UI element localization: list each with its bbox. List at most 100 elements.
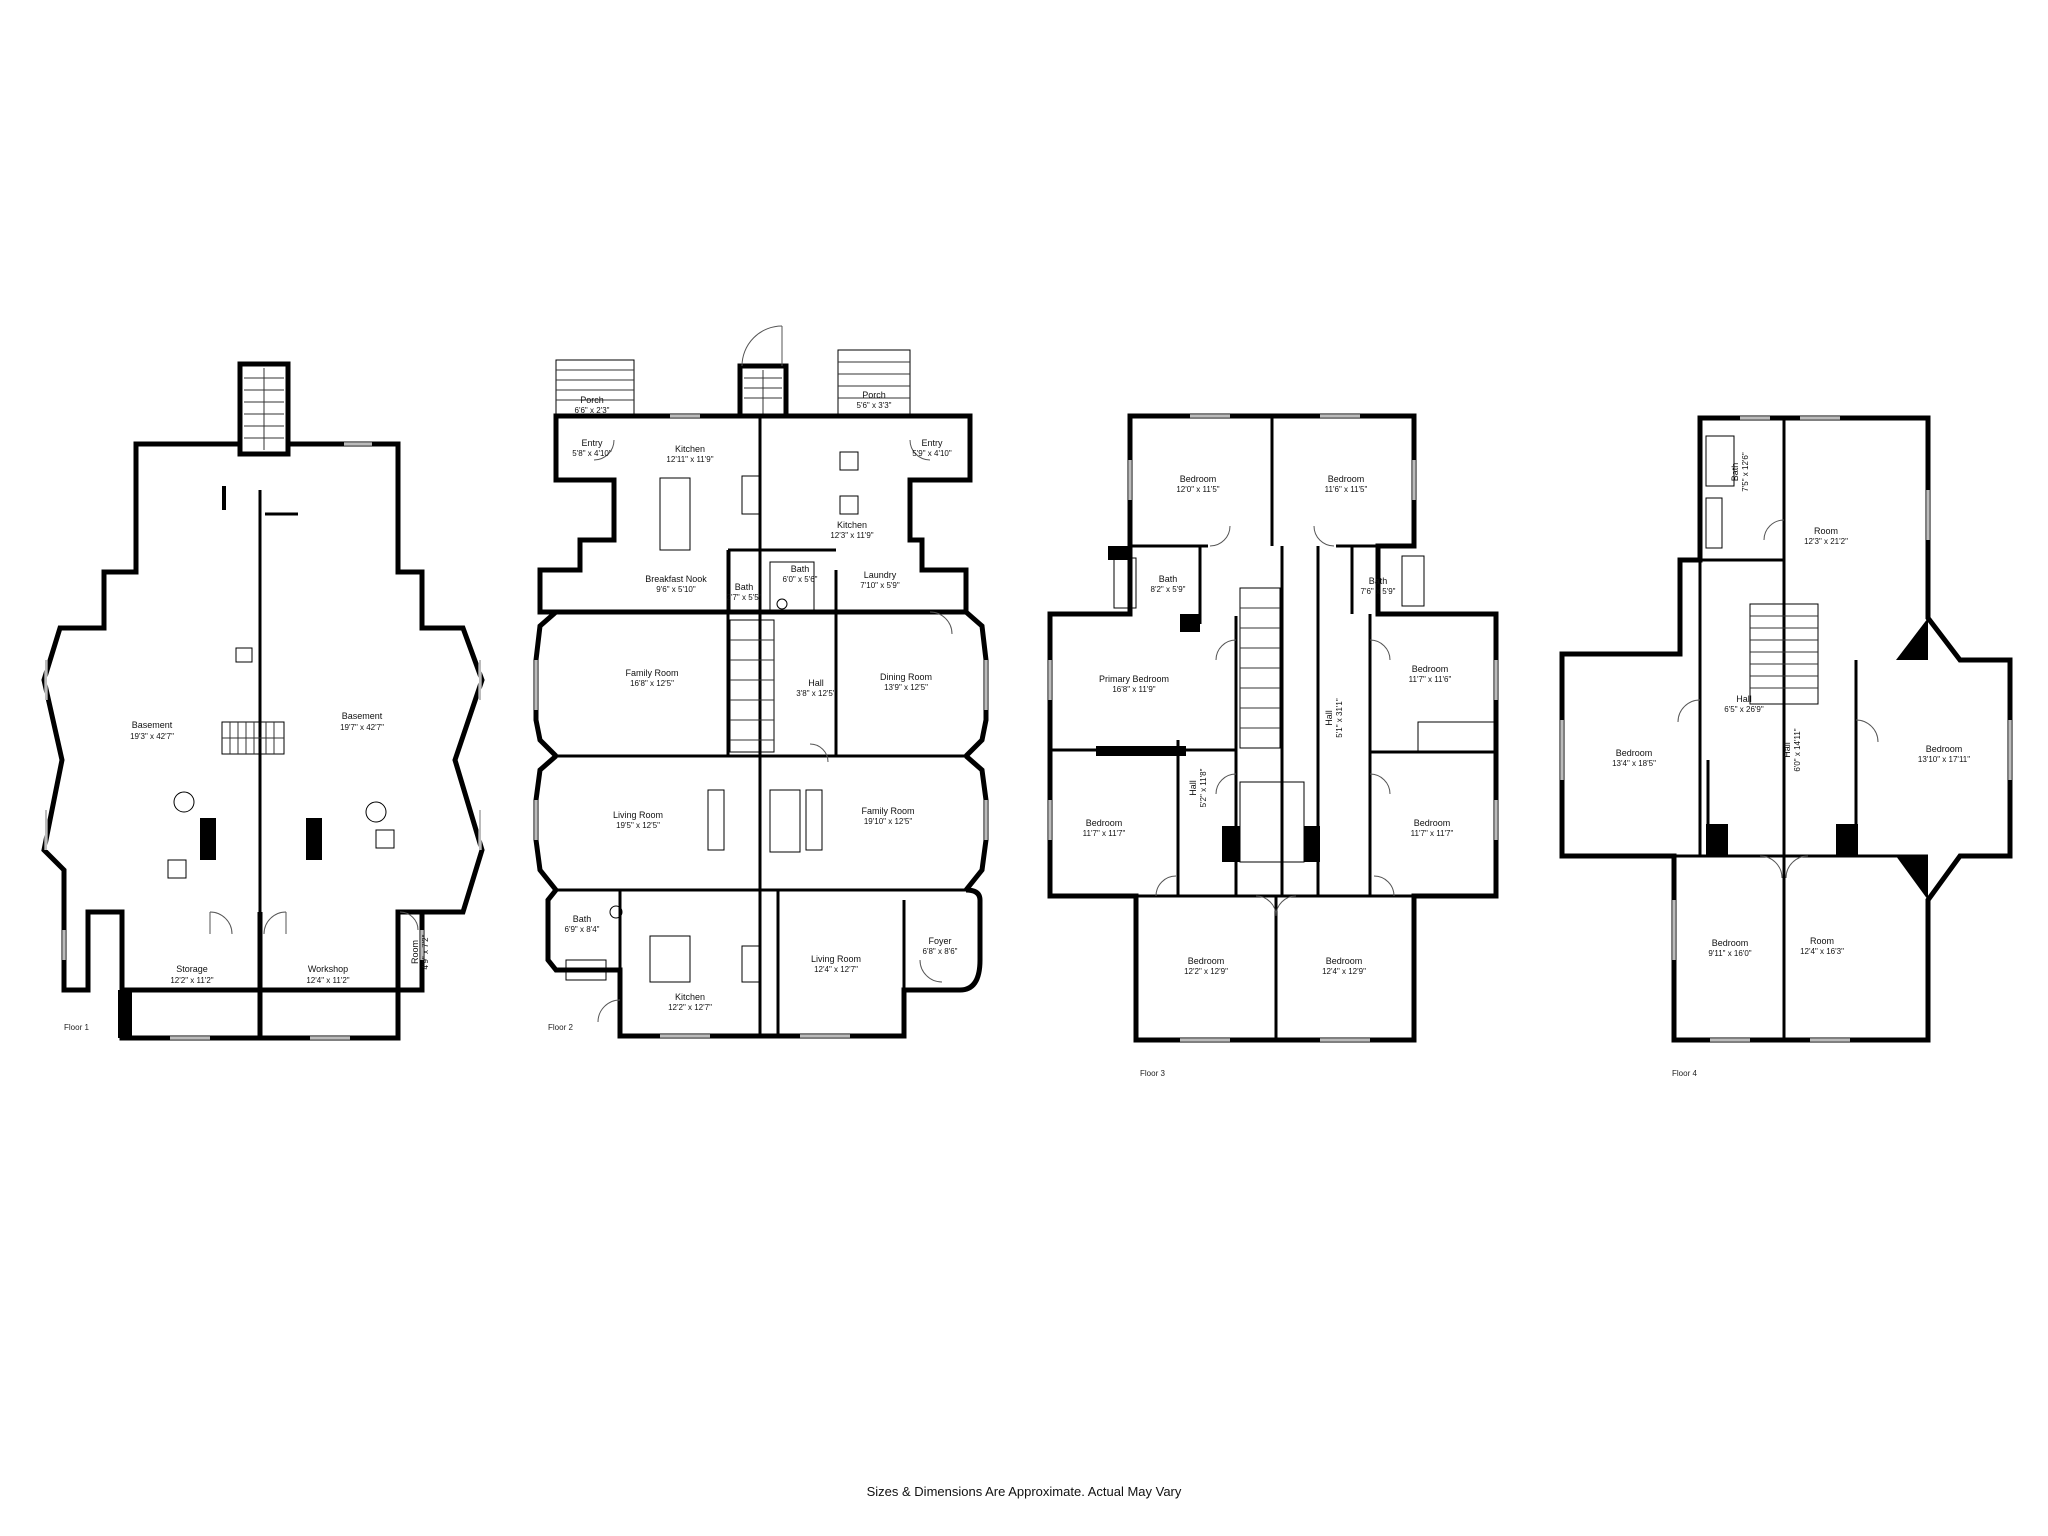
room-name: Porch [862,390,886,400]
floor-2-room-labels: Porch 6'6" x 2'3" Entry 5'8" x 4'10" Kit… [565,390,958,1012]
room-name: Living Room [811,954,861,964]
room-dims: 8'2" x 5'9" [1151,585,1186,594]
room-dims: 12'4" x 11'2" [306,976,349,985]
room-dims: 3'8" x 12'5" [796,689,836,698]
floor-4-plan: Bath 7'5" x 12'6" Room 12'3" x 21'2" Hal… [1559,415,2013,1078]
room-dims: 13'9" x 12'5" [884,683,928,692]
room-name: Basement [342,711,383,721]
room-name: Bedroom [1326,956,1363,966]
room-name: Bedroom [1412,664,1449,674]
room-name: Basement [132,720,173,730]
room-name: Bath [735,582,754,592]
room-name: Bath [573,914,592,924]
room-dims: 6'5" x 26'9" [1724,705,1764,714]
room-dims: 12'2" x 12'9" [1184,967,1228,976]
room-dims: 5'2" x 11'8" [1199,768,1208,807]
room-name: Hall [808,678,824,688]
room-name: Bedroom [1414,818,1451,828]
floor-1-plan: Basement 19'3" x 42'7" Basement 19'7" x … [41,361,485,1041]
room-name: Breakfast Nook [645,574,707,584]
room-name: Entry [921,438,943,448]
room-name: Kitchen [837,520,867,530]
room-name: Kitchen [675,992,705,1002]
room-dims: 2'7" x 5'5" [727,593,762,602]
room-dims: 19'3" x 42'7" [130,732,174,741]
room-name: Foyer [928,936,951,946]
room-name: Hall [1324,710,1334,726]
room-name: Hall [1782,742,1792,758]
room-dims: 16'8" x 12'5" [630,679,674,688]
room-dims: 5'6" x 3'3" [857,401,892,410]
room-dims: 12'3" x 21'2" [1804,537,1848,546]
floor-label: Floor 2 [548,1023,573,1032]
room-name: Bath [1159,574,1178,584]
room-name: Bedroom [1180,474,1217,484]
room-name: Primary Bedroom [1099,674,1169,684]
room-name: Room [1814,526,1838,536]
room-name: Family Room [625,668,678,678]
room-dims: 4'9" x 7'2" [421,934,430,969]
room-name: Room [1810,936,1834,946]
room-dims: 6'9" x 8'4" [565,925,600,934]
floor-label: Floor 3 [1140,1069,1165,1078]
floor-label: Floor 1 [64,1023,89,1032]
room-dims: 12'4" x 12'9" [1322,967,1366,976]
room-name: Bath [1369,576,1388,586]
room-name: Living Room [613,810,663,820]
room-name: Room [410,940,420,964]
room-dims: 11'7" x 11'6" [1409,675,1452,684]
room-dims: 7'10" x 5'9" [860,581,900,590]
room-dims: 13'10" x 17'11" [1918,755,1970,764]
room-dims: 6'0" x 14'11" [1793,728,1802,771]
floor-4-room-labels: Bath 7'5" x 12'6" Room 12'3" x 21'2" Hal… [1612,452,1970,958]
room-dims: 9'6" x 5'10" [656,585,696,594]
room-name: Bedroom [1328,474,1365,484]
floor-1-room-labels: Basement 19'3" x 42'7" Basement 19'7" x … [130,711,430,985]
room-name: Bath [1730,463,1740,482]
room-dims: 19'7" x 42'7" [340,723,384,732]
room-name: Bedroom [1926,744,1963,754]
room-dims: 12'4" x 12'7" [814,965,858,974]
room-name: Bedroom [1086,818,1123,828]
room-dims: 16'8" x 11'9" [1112,685,1155,694]
room-name: Storage [176,964,208,974]
room-dims: 6'6" x 2'3" [575,406,610,415]
room-dims: 9'11" x 16'0" [1708,949,1751,958]
room-dims: 11'6" x 11'5" [1325,485,1368,494]
room-name: Workshop [308,964,348,974]
room-name: Dining Room [880,672,932,682]
room-dims: 6'8" x 8'6" [923,947,958,956]
room-name: Bedroom [1188,956,1225,966]
room-name: Porch [580,395,604,405]
room-dims: 13'4" x 18'5" [1612,759,1656,768]
room-dims: 19'10" x 12'5" [864,817,912,826]
room-dims: 5'1" x 31'1" [1335,698,1344,738]
room-dims: 11'7" x 11'7" [1411,829,1454,838]
room-dims: 12'2" x 11'2" [170,976,213,985]
room-name: Bath [791,564,810,574]
room-dims: 12'3" x 11'9" [830,531,873,540]
room-dims: 5'9" x 4'10" [912,449,952,458]
floor-label: Floor 4 [1672,1069,1697,1078]
room-name: Family Room [861,806,914,816]
floor-3-room-labels: Bedroom 12'0" x 11'5" Bedroom 11'6" x 11… [1083,474,1454,976]
room-dims: 19'5" x 12'5" [616,821,660,830]
room-dims: 5'8" x 4'10" [572,449,612,458]
room-name: Bedroom [1712,938,1749,948]
room-name: Hall [1188,780,1198,796]
room-name: Hall [1736,694,1752,704]
room-dims: 12'11" x 11'9" [666,455,713,464]
room-dims: 12'4" x 16'3" [1800,947,1844,956]
disclaimer-text: Sizes & Dimensions Are Approximate. Actu… [867,1484,1182,1499]
room-dims: 12'2" x 12'7" [668,1003,712,1012]
room-name: Laundry [864,570,897,580]
floor-2-plan: Porch 6'6" x 2'3" Entry 5'8" x 4'10" Kit… [533,325,989,1039]
room-name: Bedroom [1616,748,1653,758]
floor-3-plan: Bedroom 12'0" x 11'5" Bedroom 11'6" x 11… [1047,413,1499,1078]
room-dims: 11'7" x 11'7" [1083,829,1126,838]
room-name: Kitchen [675,444,705,454]
room-name: Entry [581,438,603,448]
room-dims: 12'0" x 11'5" [1176,485,1219,494]
room-dims: 6'0" x 5'6" [783,575,818,584]
